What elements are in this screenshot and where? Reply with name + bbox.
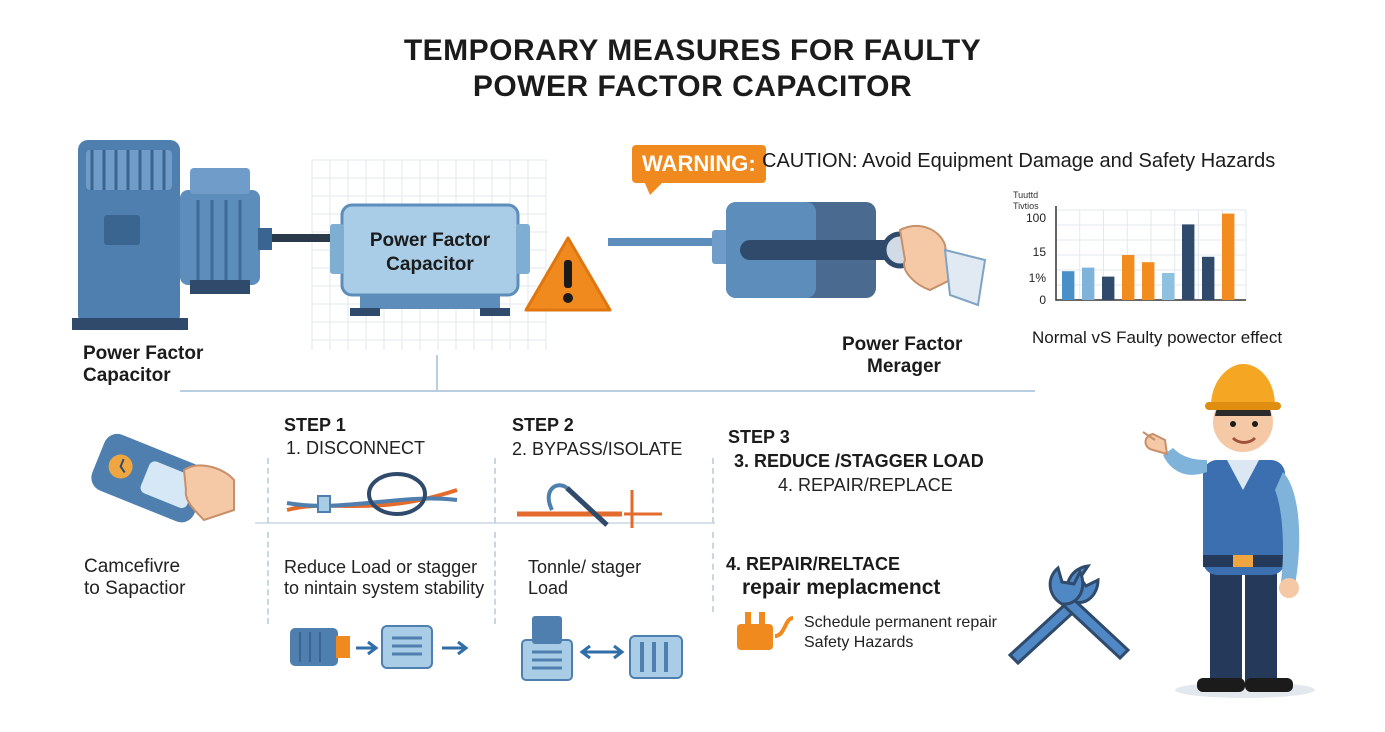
separator-3a	[712, 458, 714, 523]
hand-icon	[898, 225, 987, 307]
chart-bar	[1102, 276, 1115, 300]
chart-bar	[1162, 273, 1175, 300]
chart-bar	[1062, 271, 1075, 300]
left-capacitor-label-line-2: Capacitor	[83, 365, 171, 386]
meter-box-icon	[521, 616, 573, 681]
capacitor-box-label-line-1: Power Factor	[369, 230, 491, 251]
chart-ytick-label: 15	[1033, 245, 1047, 259]
cable-loop-icon	[286, 472, 458, 516]
chart-bar	[1182, 224, 1195, 300]
left-capacitor-label-line-1: Power Factor	[83, 343, 204, 364]
step1-title: STEP 1	[284, 415, 346, 435]
motor-icon	[72, 140, 272, 330]
chart-legend: Tuuttd Tivtios	[1013, 190, 1039, 212]
warning-badge-pointer	[644, 181, 664, 195]
step3-title: STEP 3	[728, 427, 790, 447]
step3-subtitle-2: 4. REPAIR/REPLACE	[778, 475, 953, 495]
chart-bar	[1082, 267, 1095, 300]
step3-subtitle-1: 3. REDUCE /STAGGER LOAD	[734, 451, 984, 471]
capacitor-box-icon	[629, 635, 683, 679]
meter-label-line-1: Power Factor	[842, 334, 963, 355]
step1-desc-line-2: to nintain system stability	[284, 578, 485, 598]
warning-badge: WARNING:	[632, 145, 766, 195]
chart-bar	[1202, 256, 1215, 300]
chart-legend-line-1: Tuuttd	[1013, 190, 1039, 200]
step4-desc-line-1: Schedule permanent repair	[804, 614, 998, 631]
step2-subtitle: 2. BYPASS/ISOLATE	[512, 439, 683, 459]
warning-triangle-icon	[524, 236, 612, 312]
double-arrow-icon	[579, 644, 625, 660]
separator-2a	[494, 458, 496, 523]
chart-bar	[1122, 255, 1135, 300]
separator-1a	[267, 458, 269, 523]
left-caption-line-2: to Sapactior	[84, 578, 186, 599]
chart-caption: Normal vS Faulty powector effect	[1032, 328, 1283, 347]
step2-title: STEP 2	[512, 415, 574, 435]
step4-desc-line-2: Safety Hazards	[804, 634, 914, 651]
tool-wire-icon	[517, 483, 662, 528]
separator-3b	[712, 532, 714, 612]
step4-subtitle: repair meplacmenct	[742, 576, 941, 599]
remote-icon	[91, 433, 235, 523]
separator-2b	[494, 532, 496, 624]
connecting-cable	[608, 238, 718, 246]
warning-text: CAUTION: Avoid Equipment Damage and Safe…	[762, 150, 1276, 172]
chart-legend-line-2: Tivtios	[1013, 201, 1039, 211]
step1-desc-line-1: Reduce Load or stagger	[284, 557, 478, 577]
worker-icon	[1142, 364, 1315, 698]
plug-icon	[737, 612, 794, 650]
page-title-line-1: TEMPORARY MEASURES FOR FAULTY	[403, 34, 982, 67]
arrow-right-icon	[356, 640, 379, 656]
separator-1b	[267, 532, 269, 624]
step2-flow-icons	[521, 616, 683, 681]
warning-badge-text: WARNING:	[632, 145, 766, 183]
small-capacitor-icon	[381, 625, 433, 669]
step4-title: 4. REPAIR/RELTACE	[726, 554, 901, 574]
chart-bar	[1142, 262, 1155, 300]
capacitor-icon	[330, 203, 530, 316]
chart-ytick-label: 1%	[1029, 271, 1047, 285]
chart-ytick-label: 0	[1039, 293, 1046, 307]
chart-bar	[1222, 213, 1235, 300]
section-connector	[436, 355, 438, 391]
bottom-divider	[255, 522, 715, 524]
left-caption-line-1: Camcefivre	[84, 556, 181, 577]
capacitor-box-label-line-2: Capacitor	[386, 254, 474, 275]
equipment-diagram	[72, 140, 987, 350]
shaft	[272, 234, 342, 242]
page-title-line-2: POWER FACTOR CAPACITOR	[472, 70, 913, 103]
step2-desc-line-2: Load	[528, 578, 569, 598]
wrench-icon	[1007, 564, 1131, 666]
small-motor-icon	[290, 628, 350, 666]
step2-desc-line-1: Tonnle/ stager	[528, 557, 642, 577]
step1-flow-icons	[290, 625, 469, 669]
chart-ytick-label: 100	[1026, 211, 1046, 225]
meter-label-line-2: Merager	[867, 356, 941, 377]
bar-chart-icon: 100 15 1% 0	[1026, 206, 1247, 307]
arrow-right-icon	[442, 640, 469, 656]
meter-icon	[712, 202, 919, 298]
section-divider	[180, 390, 1035, 392]
step1-subtitle: 1. DISCONNECT	[286, 438, 426, 458]
